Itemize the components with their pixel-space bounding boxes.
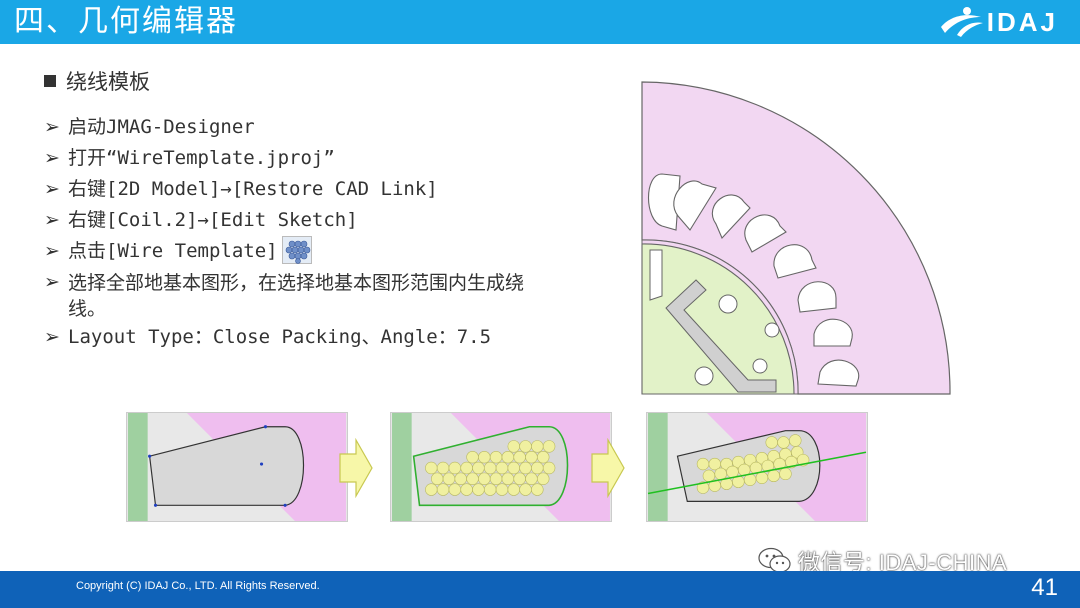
wire-template-icon	[281, 236, 312, 264]
slide-footer: Copyright (C) IDAJ Co., LTD. All Rights …	[0, 571, 1080, 608]
arrow-bullet-icon: ➢	[44, 209, 60, 231]
sketch-step-3-image	[646, 412, 868, 522]
wechat-icon	[758, 547, 791, 573]
list-item: ➢启动JMAG-Designer	[44, 112, 544, 143]
square-bullet-icon	[44, 75, 56, 87]
list-item: ➢右键[Coil.2]→[Edit Sketch]	[44, 205, 544, 236]
next-arrow-icon	[339, 438, 373, 498]
step-list: ➢启动JMAG-Designer ➢打开“WireTemplate.jproj”…	[44, 112, 544, 353]
arrow-bullet-icon: ➢	[44, 326, 60, 348]
motor-section-diagram	[636, 80, 966, 400]
list-item: ➢选择全部地基本图形，在选择地基本图形范围内生成绕线。	[44, 267, 544, 322]
arrow-bullet-icon: ➢	[44, 116, 60, 138]
idaj-swoosh-icon	[940, 7, 983, 37]
arrow-bullet-icon: ➢	[44, 178, 60, 200]
sketch-step-2-image	[390, 412, 612, 522]
arrow-bullet-icon: ➢	[44, 147, 60, 169]
wechat-watermark: 微信号: IDAJ-CHINA	[758, 545, 1007, 577]
idaj-logo: IDAJ	[937, 4, 1058, 40]
watermark-text: 微信号: IDAJ-CHINA	[798, 550, 1008, 575]
copyright-text: Copyright (C) IDAJ Co., LTD. All Rights …	[76, 580, 320, 592]
sketch-step-1-image	[126, 412, 348, 522]
page-number: 41	[1031, 574, 1058, 601]
list-item: ➢右键[2D Model]→[Restore CAD Link]	[44, 174, 544, 205]
slide-title: 四、几何编辑器	[14, 4, 238, 39]
arrow-bullet-icon: ➢	[44, 271, 60, 293]
list-item: ➢打开“WireTemplate.jproj”	[44, 143, 544, 174]
section-heading: 绕线模板	[44, 66, 150, 96]
list-item: ➢Layout Type：Close Packing、Angle：7.5	[44, 322, 544, 353]
next-arrow-icon	[591, 438, 625, 498]
list-item: ➢ 点击[Wire Template]	[44, 236, 544, 267]
section-title: 绕线模板	[66, 70, 150, 94]
logo-text: IDAJ	[986, 6, 1058, 37]
slide-header: 四、几何编辑器 IDAJ	[0, 0, 1080, 44]
arrow-bullet-icon: ➢	[44, 240, 60, 262]
